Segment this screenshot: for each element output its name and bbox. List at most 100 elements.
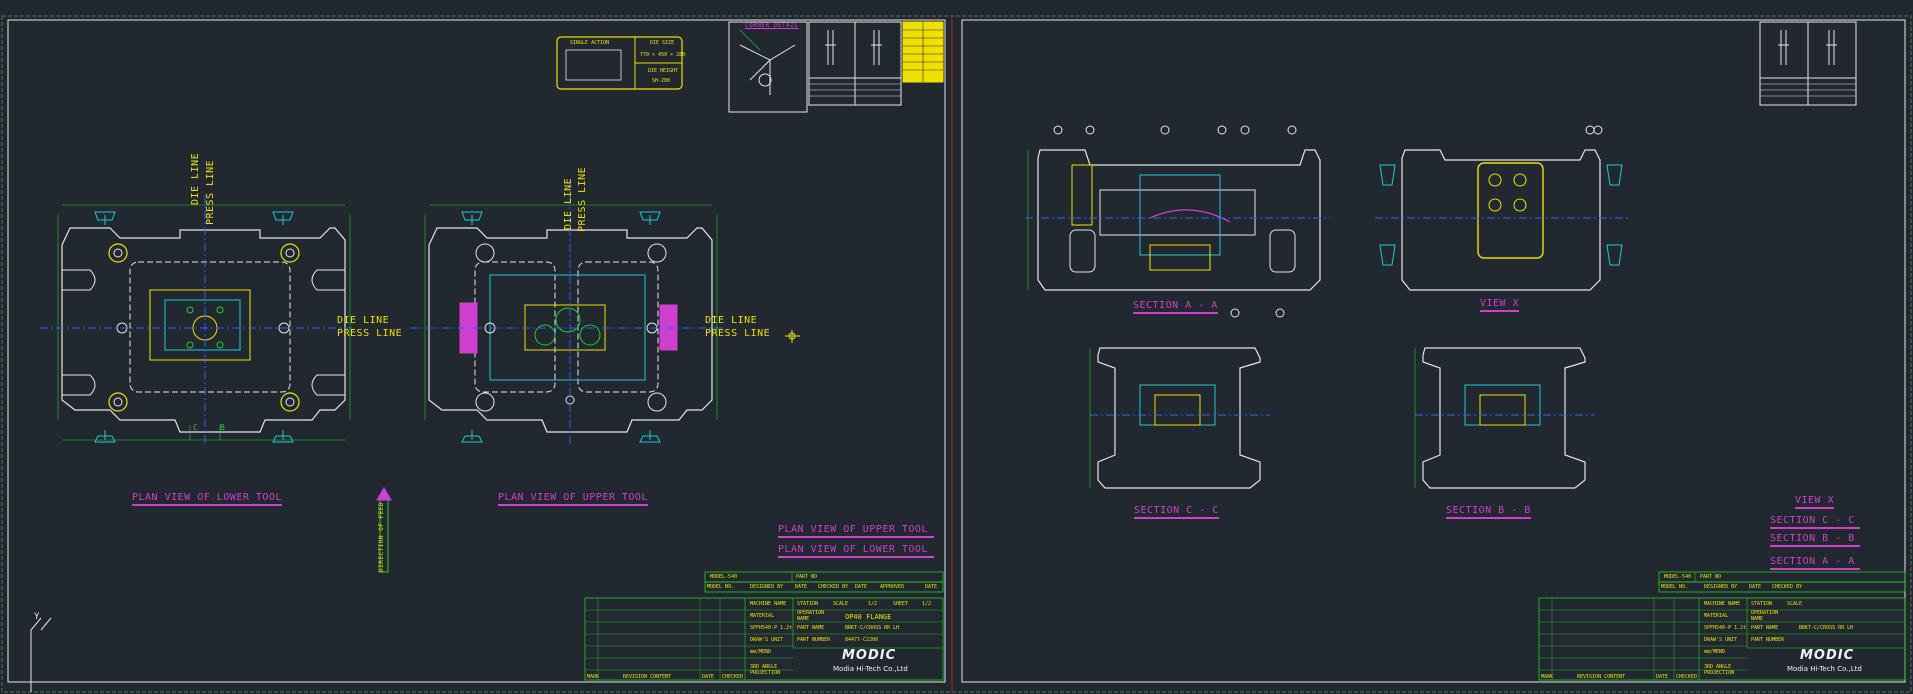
right-tb-rev-checked: CHECKED bbox=[1676, 674, 1698, 680]
right-spec-table bbox=[1759, 21, 1857, 106]
drawing-limits bbox=[1, 15, 1912, 693]
right-tb-rev-date: DATE bbox=[1656, 674, 1669, 680]
right-tb-part-number-label: PART NUMBER bbox=[1751, 637, 1785, 643]
lower-tool-plan-view bbox=[40, 195, 355, 445]
left-tb-rev-checked: CHECKED bbox=[722, 674, 744, 680]
left-tb-customer: MODEL-540 bbox=[710, 574, 738, 580]
right-sheet-frame bbox=[961, 19, 1906, 683]
left-tb-rev-mark: MARK bbox=[587, 674, 600, 680]
right-index-item-4: SECTION A - A bbox=[1770, 556, 1860, 570]
lower-press-line-label: PRESS LINE bbox=[205, 159, 216, 225]
left-tb-part-name-label: PART NAME bbox=[797, 625, 825, 631]
section-c-marker: C bbox=[193, 423, 199, 432]
feed-direction-label: DIRECTION OF FEED bbox=[378, 502, 385, 572]
feed-direction-arrow bbox=[376, 487, 392, 573]
right-tb-h-checked: CHECKED BY bbox=[1772, 584, 1803, 590]
left-tb-part-number-label: PART NUMBER bbox=[797, 637, 831, 643]
ucs-icon bbox=[30, 617, 52, 692]
ucs-y-label: Y bbox=[34, 612, 40, 622]
upper-tool-plan-view bbox=[410, 180, 725, 445]
origin-mark bbox=[785, 330, 800, 343]
right-tb-h-date: DATE bbox=[1749, 584, 1762, 590]
right-tb-h-model: MODEL NO. bbox=[1661, 584, 1689, 590]
die-size-value: 770 × 450 × 280 bbox=[640, 52, 686, 58]
section-a-a-view bbox=[1025, 125, 1330, 318]
view-x bbox=[1375, 125, 1630, 291]
right-tb-machine-name: MACHINE NAME bbox=[1704, 601, 1741, 607]
upper-die-line-label: DIE LINE bbox=[563, 177, 574, 230]
section-a-a-title: SECTION A - A bbox=[1133, 300, 1218, 314]
left-tb-sheet: 1/2 bbox=[922, 601, 932, 607]
lower-die-line-h-label: DIE LINE bbox=[337, 315, 390, 326]
corner-detail-title: CORNER DETAIL bbox=[745, 22, 799, 29]
left-tb-part-number: 84477-C2200 bbox=[845, 637, 879, 643]
left-spec-tables bbox=[808, 21, 944, 106]
right-tb-part-no-head: PART NO bbox=[1700, 574, 1722, 580]
left-tb-station: STATION bbox=[797, 601, 819, 607]
right-title-block bbox=[1538, 571, 1906, 681]
left-sheet-frame bbox=[7, 19, 946, 683]
left-tb-operation-label: OPERATION NAME bbox=[797, 610, 825, 622]
right-tb-draws-unit: DRAW'S UNIT bbox=[1704, 637, 1738, 643]
right-tb-part-name-label: PART NAME bbox=[1751, 625, 1779, 631]
left-tb-part-no-head: PART NO bbox=[796, 574, 818, 580]
left-tb-rev-date: DATE bbox=[702, 674, 715, 680]
left-tb-material: SPFH540-P 1.2t bbox=[750, 625, 793, 631]
die-height-label: DIE HEIGHT bbox=[648, 68, 679, 74]
left-index-item-1: PLAN VIEW OF UPPER TOOL bbox=[778, 524, 934, 538]
upper-press-line-h-label: PRESS LINE bbox=[705, 328, 771, 339]
die-action-label: SINGLE ACTION bbox=[570, 40, 610, 46]
right-tb-rev-mark: MARK bbox=[1541, 674, 1554, 680]
right-tb-customer: MODEL-540 bbox=[1664, 574, 1692, 580]
right-tb-part-name: BRKT-C/CROSS RR LH bbox=[1799, 625, 1854, 631]
left-tb-logo: MODIC bbox=[842, 648, 897, 663]
right-tb-material-label: MATERIAL bbox=[1704, 613, 1729, 619]
left-tb-machine-name: MACHINE NAME bbox=[750, 601, 787, 607]
left-tb-scale: 1/2 bbox=[868, 601, 878, 607]
right-tb-logo: MODIC bbox=[1800, 648, 1855, 663]
left-tb-unit: mm/MEND bbox=[750, 649, 772, 655]
lower-die-line-label: DIE LINE bbox=[190, 152, 201, 205]
left-tb-h-date3: DATE bbox=[925, 584, 938, 590]
right-tb-rev-content: REVISION CONTENT bbox=[1577, 674, 1626, 680]
lower-tool-plan-title: PLAN VIEW OF LOWER TOOL bbox=[132, 492, 282, 506]
corner-detail-box bbox=[728, 21, 808, 113]
left-tb-material-label: MATERIAL bbox=[750, 613, 775, 619]
left-tb-scale-label: SCALE bbox=[833, 601, 849, 607]
upper-die-line-h-label: DIE LINE bbox=[705, 315, 758, 326]
left-tb-part-name: BRKT-C/CROSS RR LH bbox=[845, 625, 900, 631]
view-x-title: VIEW X bbox=[1480, 298, 1520, 312]
left-title-block bbox=[584, 571, 944, 681]
left-tb-rev-content: REVISION CONTENT bbox=[623, 674, 672, 680]
section-b-marker: B bbox=[220, 423, 226, 432]
die-info-box bbox=[556, 36, 683, 90]
left-tb-h-designed: DESIGNED BY bbox=[750, 584, 784, 590]
right-tb-scale-label: SCALE bbox=[1787, 601, 1803, 607]
die-size-label: DIE SIZE bbox=[650, 40, 675, 46]
right-index-item-3: SECTION B - B bbox=[1770, 533, 1860, 547]
section-b-b-title: SECTION B - B bbox=[1446, 505, 1531, 519]
left-tb-draws-unit: DRAW'S UNIT bbox=[750, 637, 784, 643]
right-tb-operation-label: OPERATION NAME bbox=[1751, 610, 1779, 622]
left-tb-h-date2: DATE bbox=[855, 584, 868, 590]
lower-press-line-h-label: PRESS LINE bbox=[337, 328, 403, 339]
left-index-item-2: PLAN VIEW OF LOWER TOOL bbox=[778, 544, 934, 558]
right-tb-material: SPFH540-P 1.2t bbox=[1704, 625, 1747, 631]
left-tb-sheet-label: SHEET bbox=[893, 601, 909, 607]
left-tb-projection: 3RD ANGLE PROJECTION bbox=[750, 664, 781, 676]
die-height-value: SH-280 bbox=[652, 78, 671, 84]
section-b-b-view bbox=[1414, 347, 1595, 489]
right-index-item-1: VIEW X bbox=[1795, 495, 1835, 509]
left-tb-h-date1: DATE bbox=[795, 584, 808, 590]
left-tb-h-approved: APPROVED bbox=[880, 584, 905, 590]
right-tb-h-designed: DESIGNED BY bbox=[1704, 584, 1738, 590]
left-tb-h-checked: CHECKED BY bbox=[818, 584, 849, 590]
left-tb-operation: OP40 FLANGE bbox=[845, 613, 892, 621]
right-tb-company: Modia Hi-Tech Co.,Ltd bbox=[1787, 665, 1862, 673]
section-c-c-title: SECTION C - C bbox=[1134, 505, 1219, 519]
right-tb-station: STATION bbox=[1751, 601, 1773, 607]
upper-press-line-label: PRESS LINE bbox=[577, 166, 588, 232]
right-tb-projection: 3RD ANGLE PROJECTION bbox=[1704, 664, 1735, 676]
